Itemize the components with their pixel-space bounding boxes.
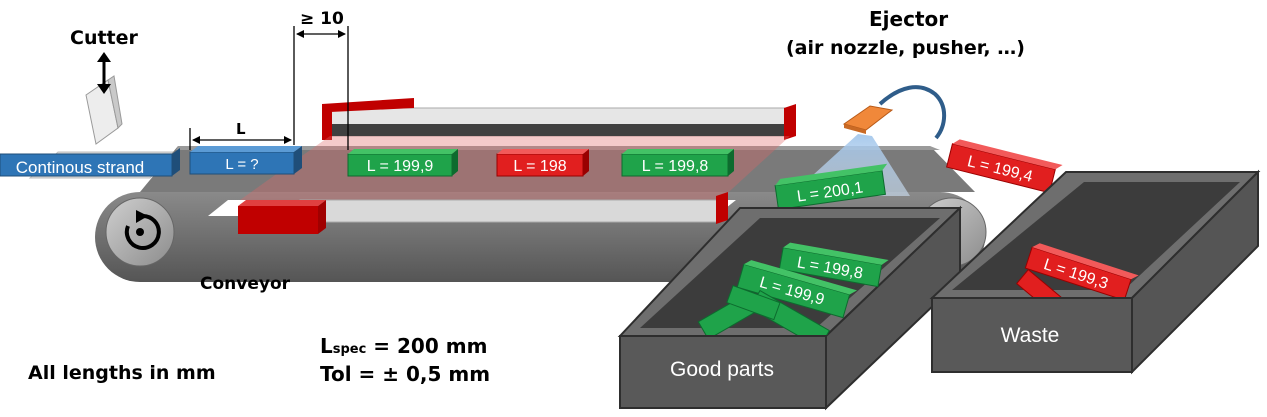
- part-belt-1-label: L = 199,9: [367, 158, 434, 175]
- part-belt-3-label: L = 199,8: [642, 158, 709, 175]
- part-belt-3: [621, 149, 734, 177]
- part-unknown-label: L = ?: [225, 156, 258, 173]
- gap-dimension: [293, 26, 349, 150]
- part-belt-1: [347, 149, 458, 177]
- strand-label: Continous strand: [16, 158, 145, 177]
- all-lengths-note: All lengths in mm: [28, 362, 216, 384]
- continuous-strand: [0, 148, 180, 177]
- ejector-title: Ejector: [869, 7, 949, 31]
- light-curtain-bottom: [238, 192, 728, 234]
- lspec-value: = 200 mm: [366, 334, 488, 358]
- cutter-label: Cutter: [70, 27, 138, 49]
- length-dimension: [189, 128, 292, 150]
- lspec-line: Lspec = 200 mm: [320, 334, 487, 358]
- rotation-icon: [124, 210, 161, 250]
- part-unknown: [189, 146, 302, 175]
- conveyor-label: Conveyor: [200, 274, 291, 294]
- light-curtain-top: [322, 98, 796, 140]
- tolerance-line: Tol = ± 0,5 mm: [320, 362, 491, 386]
- lspec-subscript: spec: [332, 342, 367, 357]
- good-pile: [697, 242, 889, 349]
- waste-bin-label: Waste: [1001, 324, 1060, 347]
- ejector-subtitle: (air nozzle, pusher, …): [786, 37, 1025, 59]
- length-label: L: [236, 120, 246, 138]
- good-bin-front: [619, 335, 827, 409]
- part-ejected: [774, 163, 888, 210]
- good-bin-label: Good parts: [670, 358, 774, 381]
- gap-label: ≥ 10: [300, 9, 344, 29]
- air-nozzle: [842, 105, 894, 134]
- part-rejected: [946, 139, 1063, 194]
- waste-bin-front: [931, 297, 1133, 373]
- up-down-arrow-icon: [97, 52, 111, 94]
- ejector-hose: [878, 85, 947, 140]
- part-belt-2-label: L = 198: [513, 158, 566, 175]
- part-belt-2: [496, 149, 589, 177]
- waste-bin: [929, 169, 1261, 375]
- lspec-symbol: L: [320, 334, 333, 358]
